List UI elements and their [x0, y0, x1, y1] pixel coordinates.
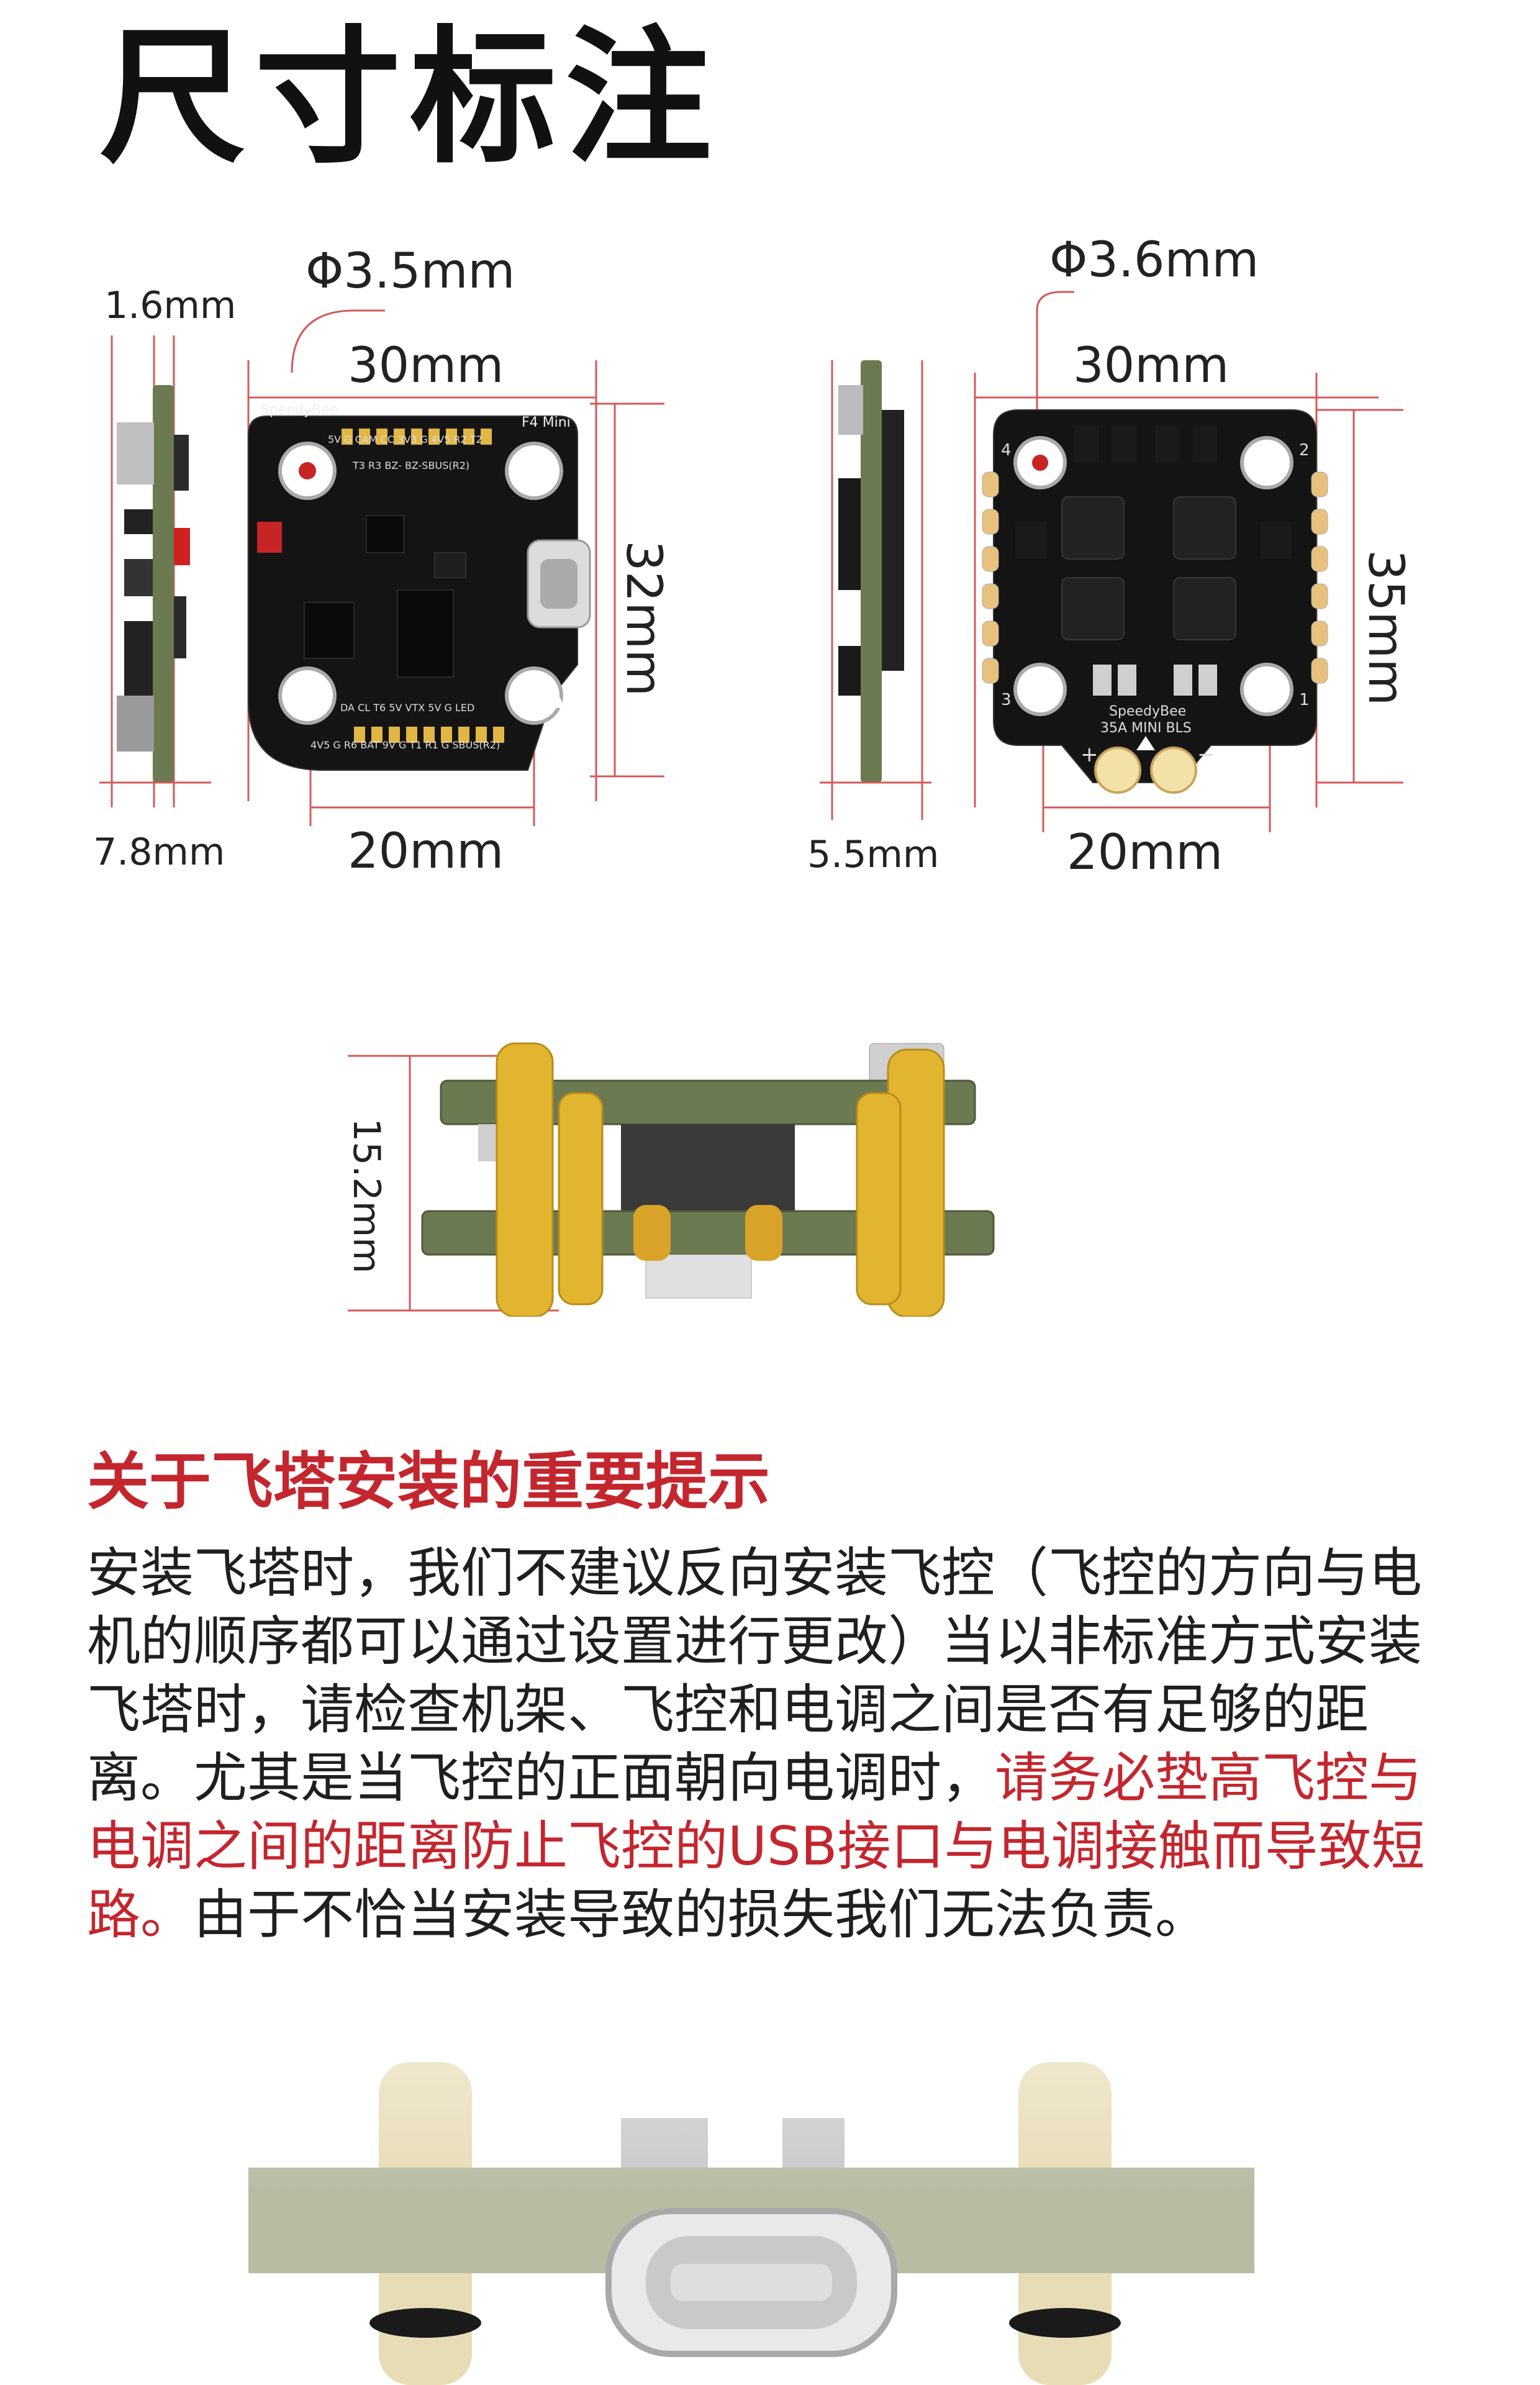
- fc-pad-labels-row2: T3 R3 BZ- BZ-SBUS(R2): [353, 460, 470, 471]
- fc-pad-labels-bottom: DA CL T6 5V VTX 5V G LED: [340, 702, 475, 714]
- warning-text-2: 由于不恰当安装导致的损失我们无法负责。: [194, 1884, 1208, 1946]
- esc-label-line2: 35A MINI BLS: [1100, 720, 1192, 736]
- fc-pad-labels-top: 5V G CAM CC 3V3 G 4V5 R2 T2: [328, 434, 482, 445]
- fc-side-view: [99, 335, 211, 807]
- fc-width-label: 30mm: [348, 338, 504, 394]
- warning-text-1: 安装飞塔时，我们不建议反向安装飞控（飞控的方向与电机的顺序都可以通过设置进行更改…: [87, 1542, 1422, 1809]
- fc-height-label: 32mm: [615, 540, 671, 697]
- esc-corner-number-3: 3: [1001, 691, 1012, 709]
- esc-polarity-minus: −: [1197, 742, 1215, 767]
- esc-side-height-label: 5.5mm: [807, 833, 940, 876]
- stack-side-view: [348, 1042, 995, 1317]
- esc-width-label: 30mm: [1073, 338, 1230, 394]
- warning-text-red: 请务必垫高飞控与电调之间的距离防止飞控的USB接口与电调接触而导致短路。: [87, 1747, 1425, 1946]
- esc-top-view: [974, 291, 1403, 832]
- warning-body: 安装飞塔时，我们不建议反向安装飞控（飞控的方向与电机的顺序都可以通过设置进行更改…: [87, 1539, 1453, 1949]
- fc-pad-labels-bottom2: 4V5 G R6 BAT 9V G T1 R1 G SBUS(R2): [310, 739, 500, 751]
- fc-side-height-label: 7.8mm: [93, 830, 225, 874]
- fc-brand-label: SpeedyBee: [261, 402, 338, 418]
- fc-hole-diameter-label: Φ3.5mm: [306, 243, 515, 299]
- esc-label-line1: SpeedyBee: [1109, 704, 1187, 719]
- fc-side-thickness-label: 1.6mm: [104, 284, 237, 327]
- esc-side-view: [820, 360, 931, 820]
- esc-polarity-plus: +: [1080, 742, 1098, 767]
- stack-height-label: 15.2mm: [345, 1118, 388, 1274]
- warning-title: 关于飞塔安装的重要提示: [87, 1445, 770, 1518]
- fc-model-label: F4 Mini: [522, 415, 571, 430]
- esc-corner-number-2: 2: [1299, 441, 1310, 460]
- fc-top-view: [247, 309, 664, 826]
- esc-height-label: 35mm: [1357, 550, 1413, 706]
- usb-stack-photo: [236, 2050, 1267, 2385]
- esc-corner-number-1: 1: [1299, 691, 1310, 709]
- esc-hole-diameter-label: Φ3.6mm: [1049, 232, 1259, 288]
- esc-hole-spacing-label: 20mm: [1067, 825, 1223, 881]
- page-title: 尺寸标注: [99, 12, 721, 183]
- fc-hole-spacing-label: 20mm: [348, 824, 504, 879]
- esc-corner-number-4: 4: [1001, 441, 1012, 460]
